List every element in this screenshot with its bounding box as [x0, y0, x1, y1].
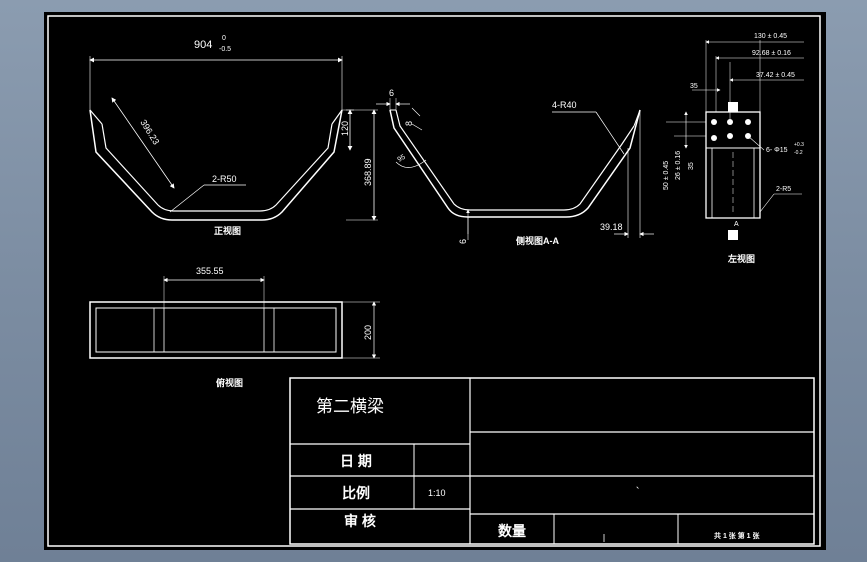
dim-width-value: 904 — [194, 39, 212, 51]
dim-130: 130 ± 0.45 — [754, 33, 787, 40]
bolt-hole — [745, 119, 751, 125]
quantity-label: 数量 — [498, 523, 526, 539]
reviewer-label: 审 核 — [344, 513, 376, 529]
section-view-label: 侧视图A-A — [516, 235, 559, 246]
front-view: 904 0 -0.5 396.23 2-R50 120 368.89 正视图 — [89, 35, 378, 236]
dim-lip-offset: 39.18 — [600, 222, 623, 232]
drawing-border — [47, 15, 821, 547]
cad-drawing: 904 0 -0.5 396.23 2-R50 120 368.89 正视图 6 — [47, 15, 821, 547]
dim-thk-side: 8 — [404, 121, 414, 126]
dim-92: 92.68 ± 0.16 — [752, 50, 791, 57]
dim-top-width: 355.55 — [196, 266, 224, 276]
dim-height-value: 368.89 — [363, 158, 373, 186]
dim-50: 50 ± 0.45 — [663, 161, 670, 190]
scale-label: 比例 — [342, 485, 370, 501]
top-view-outer — [89, 301, 343, 359]
dim-35a: 35 — [690, 83, 698, 90]
bolt-hole — [711, 135, 717, 141]
title-block-frame — [289, 377, 815, 545]
dim-37: 37.42 ± 0.45 — [756, 72, 795, 79]
dim-26: 26 ± 0.16 — [675, 151, 682, 180]
section-view: 6 8 95 4-R40 6 39.18 侧视图A-A — [376, 88, 654, 246]
top-view: 355.55 200 俯视图 — [89, 266, 380, 388]
dim-lip-value: 120 — [340, 121, 350, 136]
dim-holes: 6- Φ15 — [766, 147, 788, 154]
dim-thk-top: 6 — [389, 88, 394, 98]
top-view-label: 俯视图 — [216, 377, 243, 388]
title-block-mark: 、 — [636, 481, 644, 490]
dim-radius-section: 4-R40 — [552, 100, 577, 110]
front-outer-profile — [89, 109, 343, 221]
section-outer-profile — [389, 109, 641, 218]
section-arrow-top — [728, 102, 738, 112]
dim-radius-front: 2-R50 — [212, 174, 237, 184]
dim-slant-value: 396.23 — [138, 118, 161, 147]
title-block: 第二横梁 日 期 比例 1:10 审 核 数量 共 1 张 第 1 张 、 — [289, 377, 815, 545]
dim-35b: 35 — [688, 162, 695, 170]
section-inner-profile — [395, 109, 635, 211]
bolt-hole — [727, 133, 733, 139]
front-inner-profile — [101, 123, 333, 212]
dim-angle: 95 — [397, 154, 407, 164]
date-label: 日 期 — [340, 453, 372, 469]
dim-holes-tol-upper: +0.3 — [794, 142, 804, 148]
left-view: A 130 ± 0.45 92.68 ± 0.16 37.42 ± 0.45 3… — [663, 33, 804, 264]
bolt-hole — [711, 119, 717, 125]
section-arrow-bottom — [728, 230, 738, 240]
dim-top-depth: 200 — [363, 325, 373, 340]
sheet-info: 共 1 张 第 1 张 — [714, 531, 761, 540]
dim-line-slant — [111, 97, 175, 189]
scale-value: 1:10 — [428, 488, 446, 498]
front-view-label: 正视图 — [214, 225, 241, 236]
title-text: 第二横梁 — [316, 397, 384, 417]
dim-thk-bottom: 6 — [458, 239, 468, 244]
dim-width-tol-upper: 0 — [222, 35, 226, 42]
left-view-label: 左视图 — [727, 253, 755, 264]
drawing-sheet: 904 0 -0.5 396.23 2-R50 120 368.89 正视图 6 — [44, 12, 826, 550]
section-mark: A — [734, 221, 739, 228]
dim-radius-left: 2-R5 — [776, 186, 791, 193]
dim-holes-tol-lower: -0.2 — [794, 150, 803, 156]
dim-width-tol-lower: -0.5 — [219, 46, 231, 53]
